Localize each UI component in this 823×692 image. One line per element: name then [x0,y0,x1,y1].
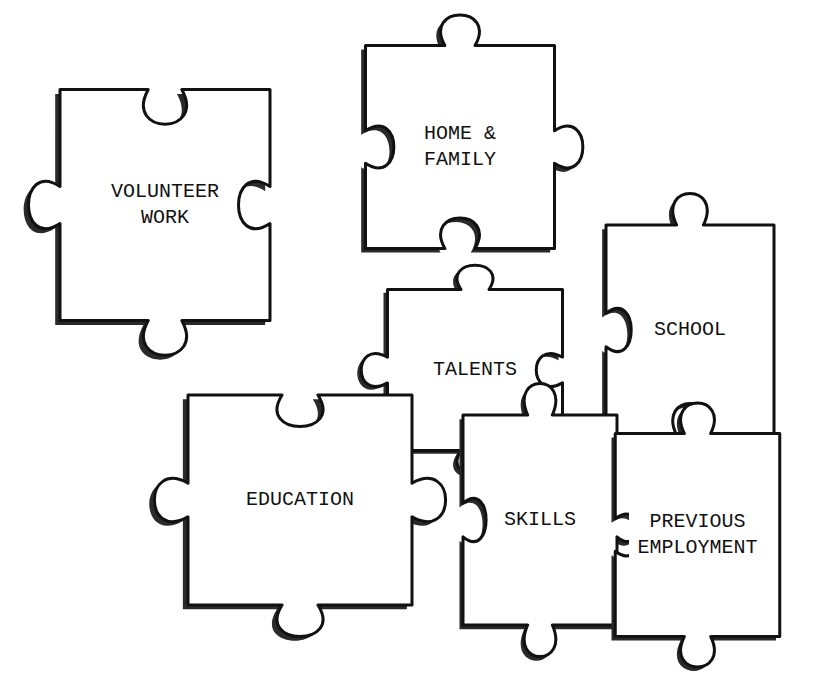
piece-body: HOME & FAMILY [366,46,555,249]
piece-body: EDUCATION [188,395,412,605]
puzzle-piece: PREVIOUS EMPLOYMENT [580,390,815,680]
piece-edge [154,395,445,637]
piece-body: SKILLS [463,415,617,625]
piece-edge [606,194,774,436]
piece-body: VOLUNTEER WORK [60,90,270,321]
piece-label: SKILLS [502,507,578,533]
piece-label: TALENTS [431,357,519,383]
piece-label: EDUCATION [244,487,356,513]
puzzle-piece: VOLUNTEER WORK [15,40,315,370]
puzzle-piece: HOME & FAMILY [325,2,595,292]
piece-label: HOME & FAMILY [416,121,504,173]
piece-label: VOLUNTEER WORK [103,179,227,231]
piece-edge [29,90,271,356]
piece-edge [615,403,780,667]
piece-label: PREVIOUS EMPLOYMENT [629,509,765,561]
piece-body: PREVIOUS EMPLOYMENT [615,434,780,637]
piece-label: SCHOOL [652,317,728,343]
puzzle-piece: EDUCATION [140,350,460,650]
piece-edge [366,15,583,248]
